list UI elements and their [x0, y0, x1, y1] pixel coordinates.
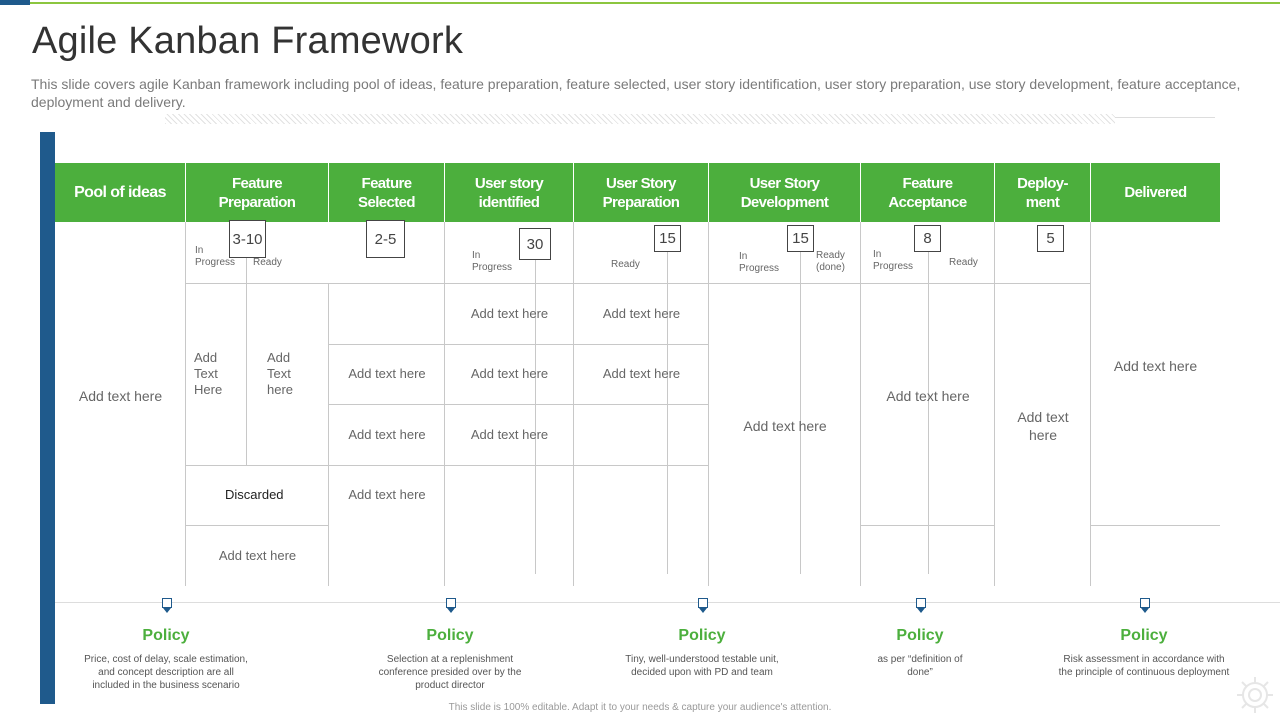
column-header-feature-selected: Feature Selected	[329, 163, 445, 222]
policy-title: Policy	[896, 627, 944, 644]
policy-description: Selection at a replenishment conference …	[378, 654, 522, 691]
wip-limit-deployment: 5	[1037, 225, 1064, 252]
grid-line	[1090, 525, 1220, 526]
label-in-progress: In Progress	[195, 245, 236, 268]
policy-title: Policy	[678, 627, 726, 644]
policy-title: Policy	[142, 627, 190, 644]
cell-feature-prep-in-progress: Add Text Here	[194, 350, 223, 397]
label-ready: Ready	[611, 259, 640, 270]
label-ready: Ready	[949, 257, 978, 268]
grid-line	[185, 465, 709, 466]
top-rule	[0, 2, 1280, 4]
cell-story-prep-1: Add text here	[602, 306, 681, 321]
wip-limit-user-story-preparation: 15	[654, 225, 681, 252]
policy-title: Policy	[1120, 627, 1168, 644]
hatch-divider	[165, 114, 1115, 124]
policy-description: Tiny, well-understood testable unit, dec…	[625, 654, 779, 678]
grid-line	[328, 344, 709, 345]
label-in-progress: In Progress	[472, 250, 513, 273]
column-header-user-story-identified: User story identified	[445, 163, 574, 222]
cell-story-identified-2: Add text here	[470, 366, 549, 381]
grid-line	[328, 404, 709, 405]
cell-story-identified-3: Add text here	[470, 427, 549, 442]
grid-line	[1090, 222, 1091, 586]
grid-line	[928, 252, 929, 574]
top-accent	[0, 0, 30, 5]
cell-feature-selected-2: Add text here	[348, 427, 426, 442]
cell-story-development: Add text here	[743, 418, 827, 434]
wip-limit-user-story-development: 15	[787, 225, 814, 252]
cell-feature-prep-ready: Add Text here	[267, 350, 294, 397]
policy-description: Risk assessment in accordance with the p…	[1058, 654, 1230, 678]
policy-marker-icon	[161, 598, 173, 614]
label-ready-done: Ready (done)	[816, 250, 845, 273]
cell-delivered: Add text here	[1113, 358, 1198, 374]
grid-line	[535, 258, 536, 574]
column-header-feature-preparation: Feature Preparation	[186, 163, 329, 222]
column-header-delivered: Delivered	[1091, 163, 1220, 222]
column-header-deployment: Deploy- ment	[995, 163, 1091, 222]
wip-limit-feature-preparation: 3-10	[229, 220, 266, 258]
policy-description: as per “definition of done”	[877, 654, 963, 678]
wip-limit-user-story-identified: 30	[519, 228, 551, 260]
policy-title: Policy	[426, 627, 474, 644]
label-discarded: Discarded	[225, 487, 284, 502]
policy-separator	[55, 602, 1280, 603]
divider-line	[1115, 117, 1215, 118]
cell-pool-of-ideas: Add text here	[78, 388, 163, 404]
gear-icon	[1237, 677, 1273, 713]
policy-marker-icon	[915, 598, 927, 614]
policy-marker-icon	[1139, 598, 1151, 614]
grid-line	[246, 240, 247, 465]
grid-line	[800, 252, 801, 574]
cell-deployment: Add text here	[1017, 409, 1069, 443]
policy-marker-icon	[445, 598, 457, 614]
column-header-feature-acceptance: Feature Acceptance	[861, 163, 995, 222]
column-header-user-story-development: User Story Development	[709, 163, 861, 222]
wip-limit-feature-acceptance: 8	[914, 225, 941, 252]
kanban-header: Pool of ideas Feature Preparation Featur…	[0, 0, 1280, 222]
footer-note: This slide is 100% editable. Adapt it to…	[448, 702, 832, 713]
grid-line	[994, 222, 995, 586]
grid-line	[328, 283, 329, 586]
policy-marker-icon	[697, 598, 709, 614]
label-in-progress: In Progress	[873, 249, 914, 272]
label-ready: Ready	[253, 257, 282, 268]
column-header-user-story-preparation: User Story Preparation	[574, 163, 709, 222]
cell-story-prep-2: Add text here	[602, 366, 681, 381]
grid-line	[860, 222, 861, 586]
page-title: Agile Kanban Framework	[32, 20, 464, 62]
label-in-progress: In Progress	[739, 251, 780, 274]
grid-line	[185, 222, 186, 586]
cell-feature-acceptance: Add text here	[886, 388, 970, 404]
cell-feature-selected-3: Add text here	[348, 487, 426, 502]
grid-line	[185, 283, 1091, 284]
left-accent-bar	[40, 132, 55, 704]
grid-line	[185, 525, 329, 526]
page-subtitle: This slide covers agile Kanban framework…	[31, 76, 1241, 110]
grid-line	[860, 525, 995, 526]
column-header-pool-of-ideas: Pool of ideas	[55, 163, 186, 222]
grid-line	[667, 252, 668, 574]
wip-limit-feature-selected: 2-5	[366, 220, 405, 258]
cell-story-identified-1: Add text here	[470, 306, 549, 321]
cell-feature-selected-1: Add text here	[348, 366, 426, 381]
policy-description: Price, cost of delay, scale estimation, …	[84, 654, 248, 691]
cell-feature-prep-bottom: Add text here	[218, 548, 297, 563]
